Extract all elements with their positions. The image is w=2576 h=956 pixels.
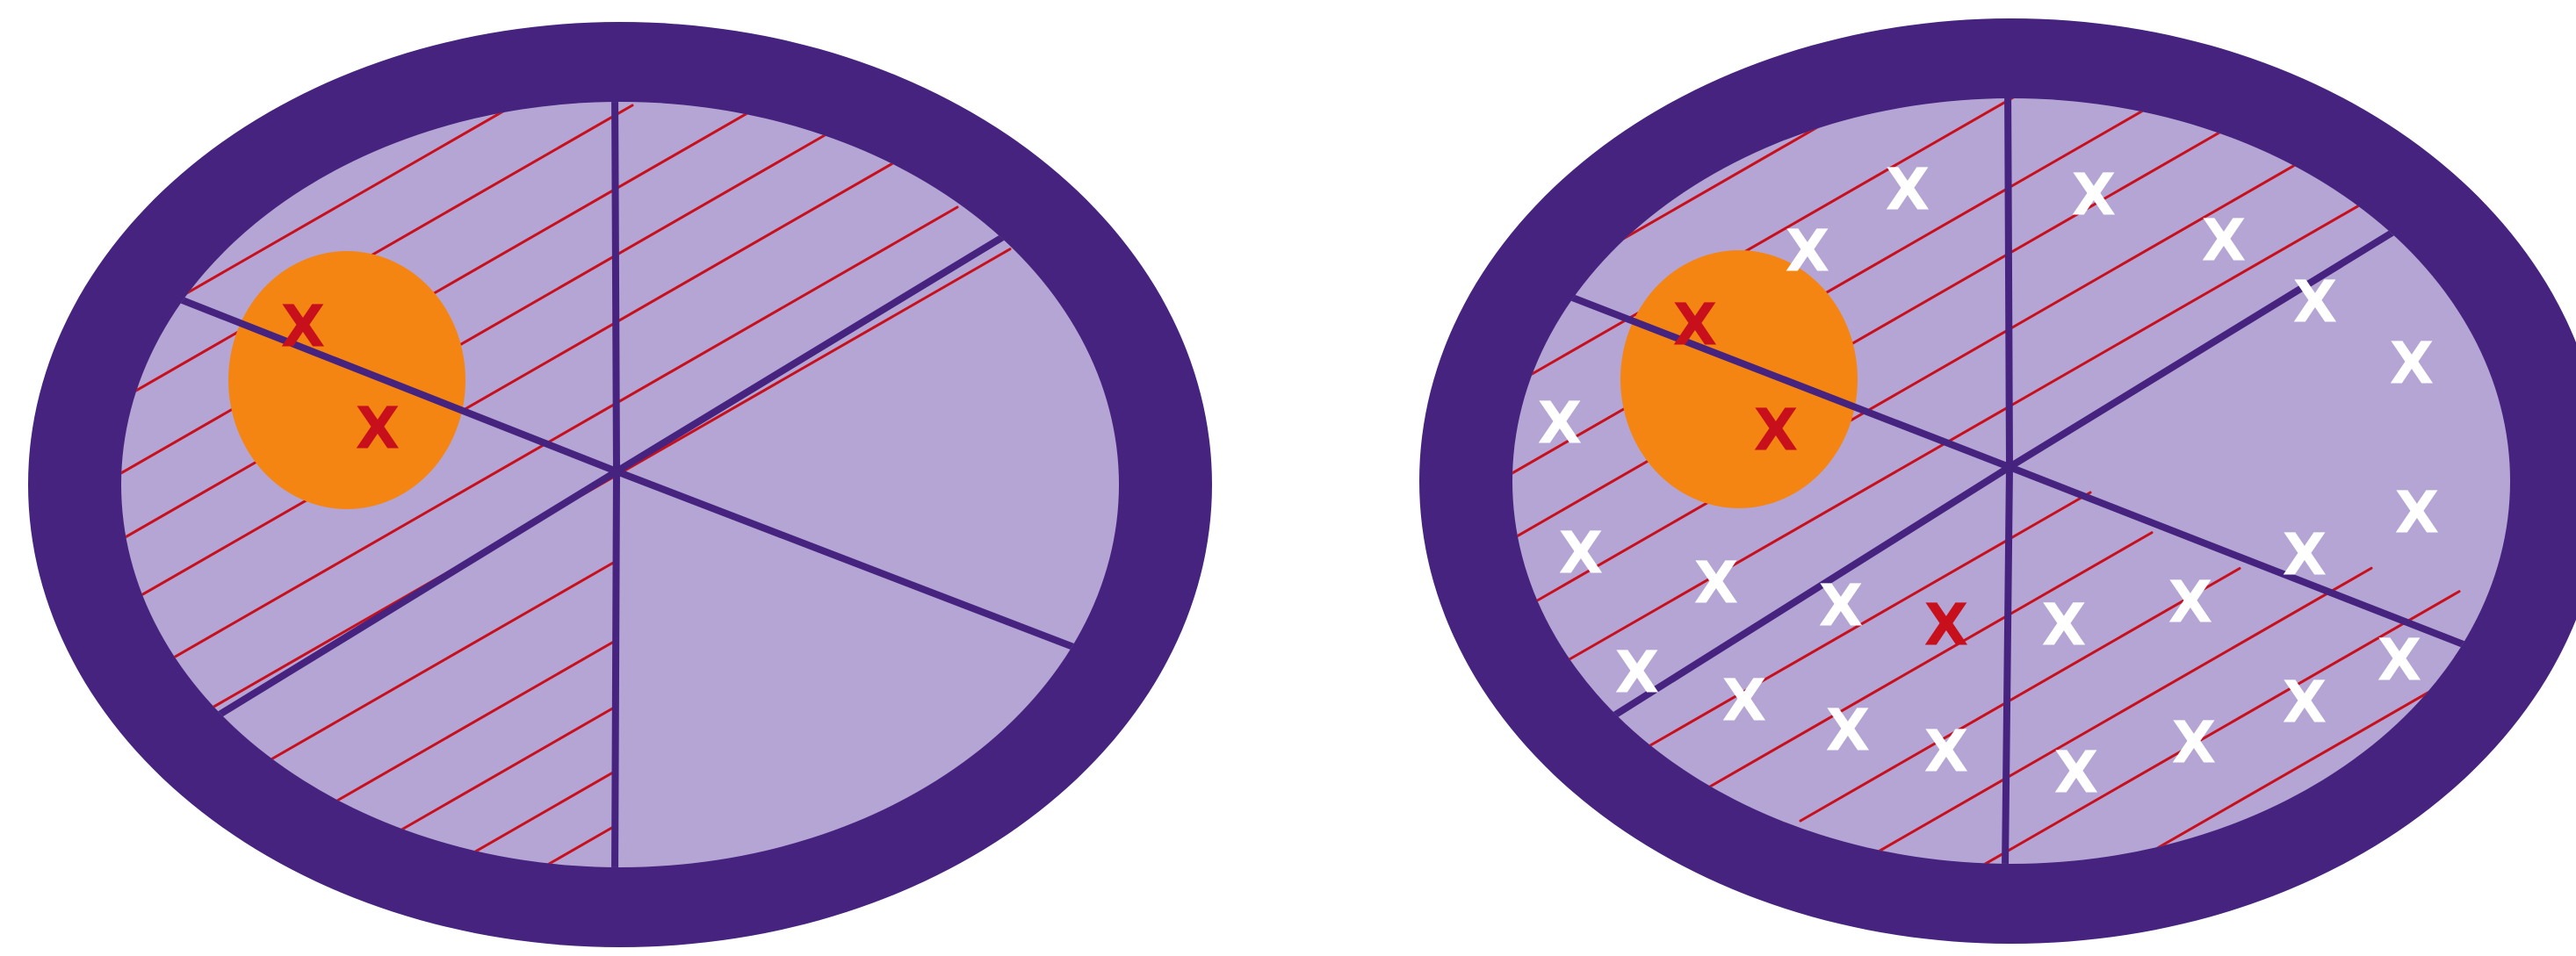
white-x-mark: X xyxy=(2378,627,2422,694)
white-x-mark: X xyxy=(2042,592,2087,659)
white-x-mark: X xyxy=(1694,550,1739,617)
white-x-mark: X xyxy=(1559,520,1604,587)
red-x-mark: X xyxy=(1754,397,1799,464)
white-x-mark: X xyxy=(2168,569,2213,636)
white-x-mark: X xyxy=(2390,330,2435,398)
sector-divider xyxy=(615,88,617,471)
white-x-mark: X xyxy=(1924,718,1969,786)
white-x-mark: X xyxy=(1786,218,1830,285)
white-x-mark: X xyxy=(1826,697,1871,765)
white-x-mark: X xyxy=(1615,639,1660,707)
white-x-mark: X xyxy=(2395,479,2440,547)
orange-region xyxy=(228,251,465,509)
inner-disc xyxy=(121,102,1119,867)
white-x-mark: X xyxy=(2072,162,2117,229)
white-x-mark: X xyxy=(2054,739,2099,807)
white-x-mark: X xyxy=(1886,156,1930,224)
left-diagram: XX xyxy=(28,22,1212,947)
white-x-mark: X xyxy=(2202,207,2247,275)
red-x-mark: X xyxy=(356,395,400,463)
white-x-mark: X xyxy=(2283,521,2327,589)
white-x-mark: X xyxy=(2172,709,2217,777)
white-x-mark: X xyxy=(1819,572,1864,640)
white-x-mark: X xyxy=(1722,667,1767,735)
white-x-mark: X xyxy=(2283,669,2327,737)
white-x-mark: X xyxy=(2293,269,2338,336)
orange-region xyxy=(1620,250,1858,508)
red-x-mark: X xyxy=(1673,291,1718,359)
red-x-mark: X xyxy=(281,293,326,361)
sector-divider xyxy=(615,471,617,878)
white-x-mark: X xyxy=(1538,390,1583,457)
sector-divider xyxy=(2008,79,2010,467)
red-x-mark: X xyxy=(1924,592,1969,659)
sector-divider xyxy=(2005,467,2010,869)
